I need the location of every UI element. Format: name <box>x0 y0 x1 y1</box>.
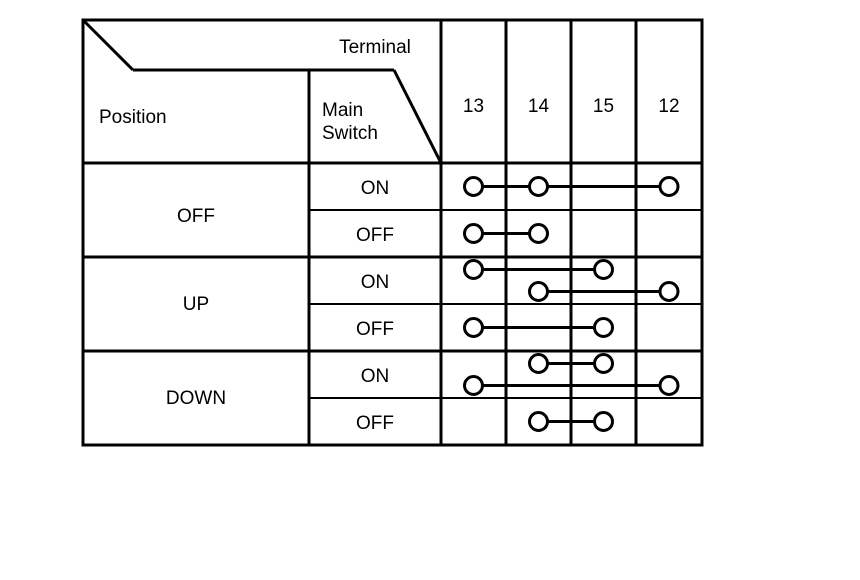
terminal-node-14 <box>528 411 549 432</box>
position-group-label-0: OFF <box>177 206 215 227</box>
terminal-column-header-1: 14 <box>528 96 550 117</box>
terminal-column-header-2: 15 <box>593 96 614 117</box>
terminal-node-13 <box>463 176 484 197</box>
continuity-connections-layer <box>463 176 680 432</box>
terminal-node-12 <box>658 375 680 396</box>
main-switch-state-row-5: OFF <box>356 413 394 434</box>
terminal-header-label: Terminal <box>339 37 411 58</box>
terminal-node-15 <box>593 353 614 374</box>
terminal-node-12 <box>658 281 680 302</box>
main-switch-state-row-1: OFF <box>356 225 394 246</box>
terminal-node-13 <box>463 259 484 280</box>
position-group-label-2: DOWN <box>166 388 226 409</box>
terminal-column-header-0: 13 <box>463 96 484 117</box>
main-switch-header-label-line2: Switch <box>322 123 378 144</box>
table-outer-border <box>81 18 704 447</box>
terminal-node-15 <box>593 259 614 280</box>
main-switch-state-row-0: ON <box>361 178 390 199</box>
main-switch-state-row-2: ON <box>361 272 390 293</box>
position-group-label-1: UP <box>183 294 209 315</box>
header-diagonal-lower <box>392 69 443 164</box>
terminal-node-12 <box>658 176 680 197</box>
main-switch-header-label-line1: Main <box>322 100 363 121</box>
terminal-node-14 <box>528 176 549 197</box>
terminal-node-14 <box>528 353 549 374</box>
terminal-node-13 <box>463 375 484 396</box>
terminal-node-15 <box>593 317 614 338</box>
terminal-node-15 <box>593 411 614 432</box>
position-header-label: Position <box>99 107 167 128</box>
terminal-node-14 <box>528 281 549 302</box>
header-diagonal-upper <box>81 18 135 72</box>
terminal-node-13 <box>463 317 484 338</box>
main-switch-state-row-3: OFF <box>356 319 394 340</box>
terminal-node-13 <box>463 223 484 244</box>
terminal-column-header-3: 12 <box>658 96 679 117</box>
terminal-node-14 <box>528 223 549 244</box>
main-switch-state-row-4: ON <box>361 366 390 387</box>
